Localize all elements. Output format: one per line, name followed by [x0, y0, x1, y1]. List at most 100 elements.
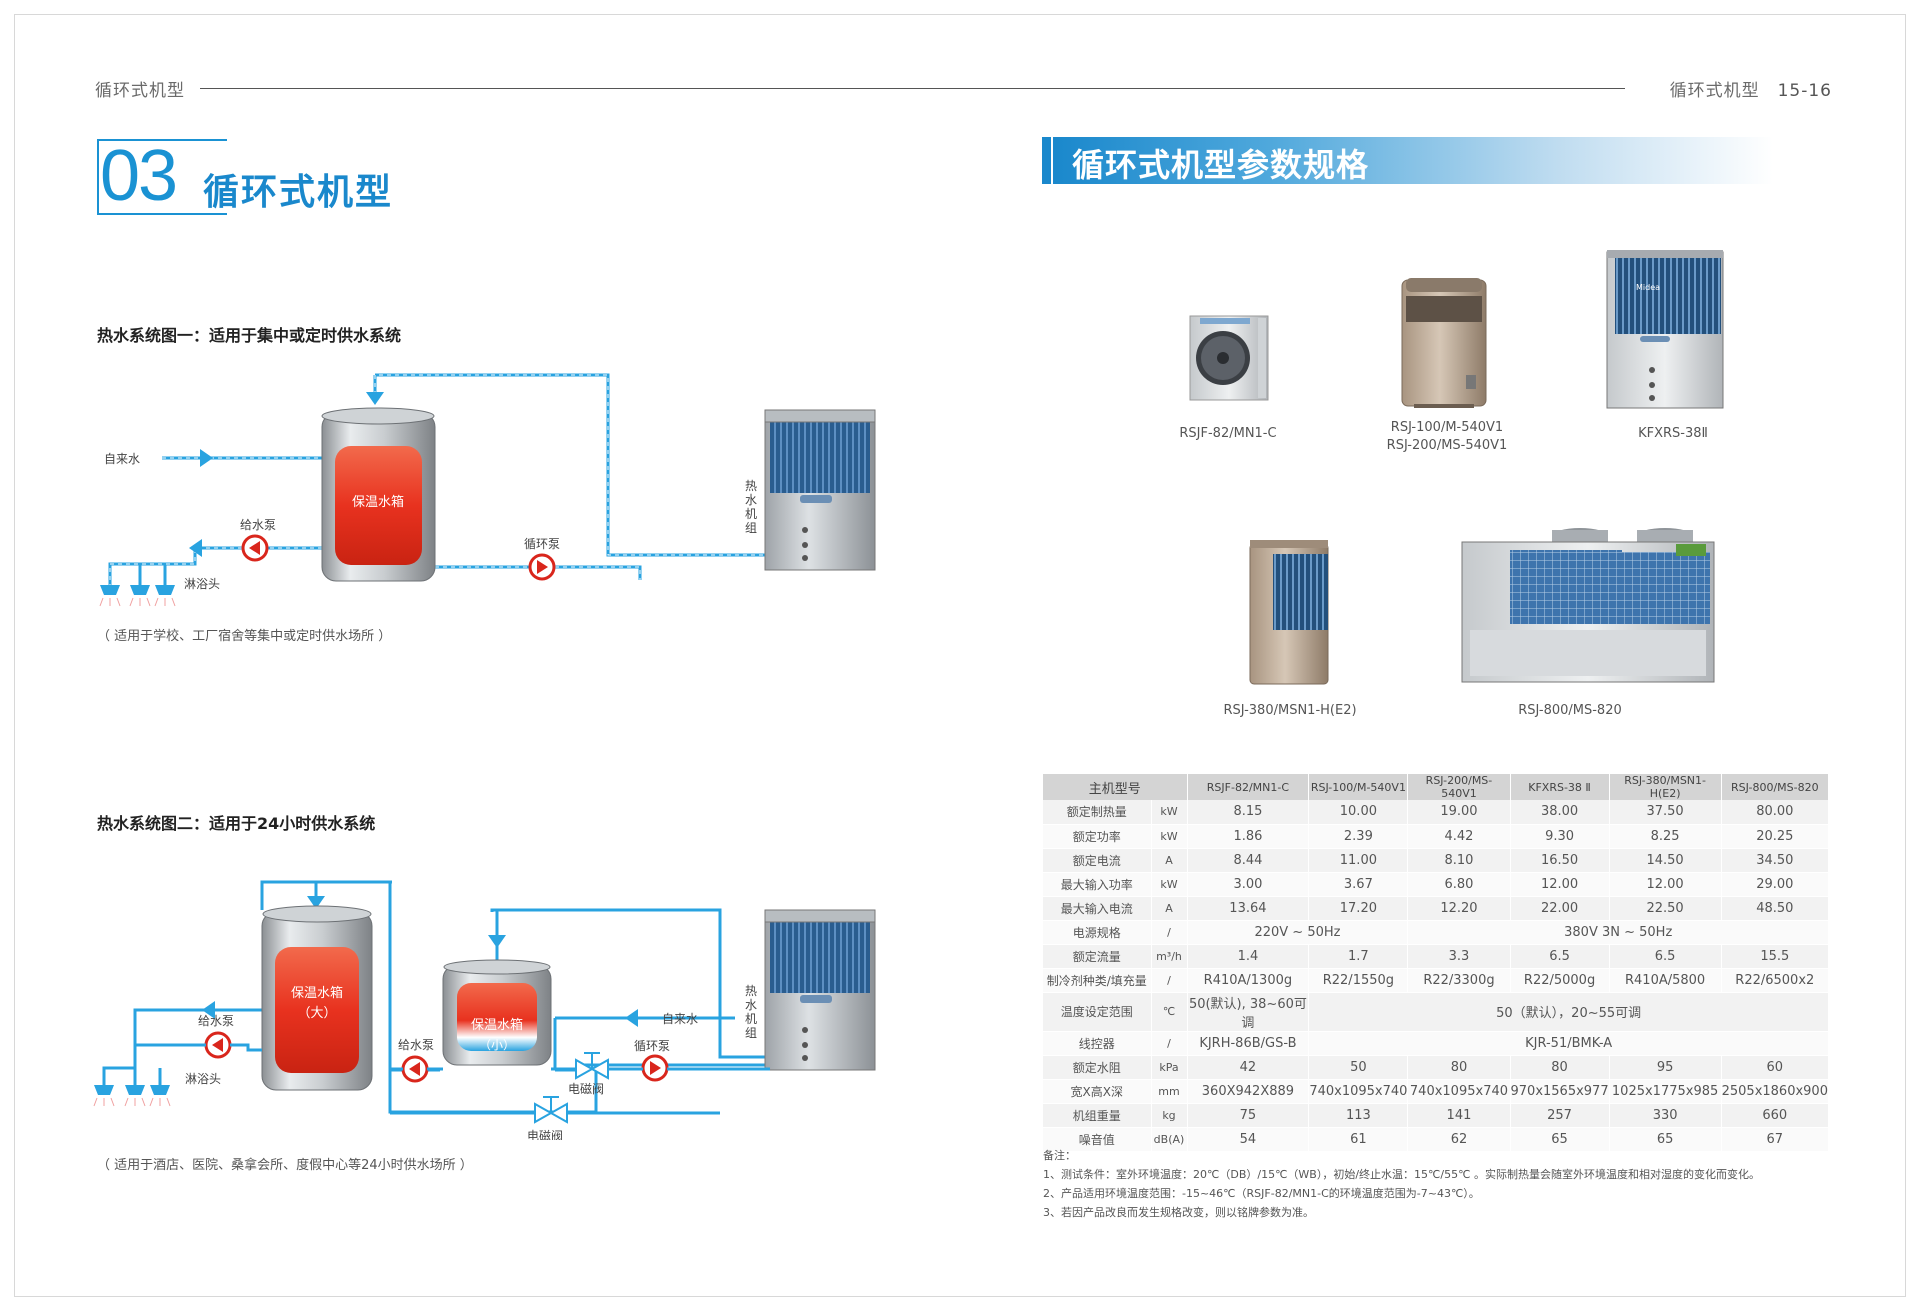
unit-label-vertical: 热水机组 — [745, 479, 757, 535]
feed-pump-label: 给水泵 — [198, 1014, 234, 1028]
table-cell: 740x1095x740 — [1308, 1079, 1409, 1104]
table-cell: A — [1151, 896, 1188, 921]
small-tank-size: （小） — [479, 1038, 515, 1052]
table-cell: 6.5 — [1609, 944, 1722, 969]
product-label-1: RSJF-82/MN1-C — [1179, 426, 1277, 441]
table-cell: 95 — [1609, 1055, 1722, 1080]
table-cell: 3.00 — [1187, 872, 1310, 897]
table-cell: kPa — [1151, 1055, 1188, 1080]
tank-label: 保温水箱 — [352, 494, 404, 510]
product-label-3: KFXRS-38Ⅱ — [1638, 426, 1708, 441]
table-cell: 660 — [1721, 1103, 1830, 1128]
table-cell: ℃ — [1151, 992, 1188, 1032]
system1-note: （ 适用于学校、工厂宿舍等集中或定时供水场所 ） — [97, 629, 392, 644]
table-cell: 54 — [1187, 1127, 1310, 1152]
spec-heading: 循环式机型参数规格 — [1072, 146, 1370, 184]
table-header-model: RSJ-800/MS-820 — [1721, 774, 1830, 800]
table-cell: 2505x1860x900 — [1721, 1079, 1830, 1104]
table-cell: kW — [1151, 824, 1188, 849]
table-cell: 141 — [1407, 1103, 1511, 1128]
table-cell: 制冷剂种类/填充量 — [1043, 968, 1152, 993]
table-cell: 最大输入功率 — [1043, 872, 1152, 897]
large-tank-size: （大） — [297, 1006, 336, 1021]
table-cell: 740x1095x740 — [1407, 1079, 1511, 1104]
table-cell: 20.25 — [1721, 824, 1830, 849]
product-label-2a: RSJ-100/M-540V1 — [1390, 420, 1504, 435]
feed-pump-icon — [241, 534, 269, 562]
table-cell: R410A/5800 — [1609, 968, 1722, 993]
table-cell: 113 — [1308, 1103, 1409, 1128]
table-cell: / — [1151, 920, 1188, 945]
table-cell: / — [1151, 1031, 1188, 1056]
table-cell: R22/3300g — [1407, 968, 1511, 993]
table-header-row: 主机型号 RSJF-82/MN1-C RSJ-100/M-540V1 RSJ-2… — [1043, 774, 1830, 800]
large-tank-label: 保温水箱 — [291, 985, 343, 1001]
table-cell: KJR-51/BMK-A — [1308, 1031, 1829, 1056]
svg-text:Midea: Midea — [1636, 283, 1660, 292]
shower-heads-icon — [94, 1085, 170, 1095]
brand-logo: Midea — [1636, 283, 1660, 292]
table-cell: 50（默认），20~55可调 — [1308, 992, 1829, 1032]
table-cell: 额定流量 — [1043, 944, 1152, 969]
spec-table: 主机型号 RSJF-82/MN1-C RSJ-100/M-540V1 RSJ-2… — [1043, 774, 1830, 1152]
table-cell: 34.50 — [1721, 848, 1830, 873]
feed-pump-icon — [204, 1031, 232, 1059]
table-cell: R22/6500x2 — [1721, 968, 1830, 993]
product-image-rsj-100 — [1401, 278, 1487, 408]
table-cell: 38.00 — [1510, 800, 1610, 825]
table-cell: 温度设定范围 — [1043, 992, 1152, 1032]
product-gallery: Midea — [1189, 250, 1724, 685]
table-cell: 16.50 — [1510, 848, 1610, 873]
shower-label: 淋浴头 — [184, 577, 220, 591]
circulation-pump-label: 循环泵 — [634, 1039, 670, 1053]
product-image-rsj-800 — [1461, 528, 1715, 683]
table-cell: 12.20 — [1407, 896, 1511, 921]
unit-label-vertical: 热水机组 — [745, 984, 757, 1040]
table-cell: 29.00 — [1721, 872, 1830, 897]
section-title: 循环式机型 — [203, 172, 394, 213]
product-image-kfxrs-38 — [1606, 250, 1724, 409]
table-cell: 60 — [1721, 1055, 1830, 1080]
valve-label-2: 电磁阀 — [527, 1128, 563, 1140]
table-cell: 970x1565x977 — [1510, 1079, 1610, 1104]
table-cell: 宽X高X深 — [1043, 1079, 1152, 1104]
running-header-section: 循环式机型 — [1669, 81, 1760, 101]
spec-heading-bar — [1042, 137, 1051, 184]
table-header-model: RSJ-200/MS-540V1 — [1407, 774, 1511, 800]
table-cell: 机组重量 — [1043, 1103, 1152, 1128]
spec-heading-band — [1053, 137, 1773, 184]
table-cell: 50(默认), 38~60可调 — [1187, 992, 1310, 1032]
table-cell: kW — [1151, 800, 1188, 825]
table-cell: 15.5 — [1721, 944, 1830, 969]
feed-pump-label-2: 给水泵 — [398, 1038, 434, 1052]
table-cell: 75 — [1187, 1103, 1310, 1128]
table-cell: 65 — [1510, 1127, 1610, 1152]
page-frame — [14, 14, 1906, 1297]
system2-title: 热水系统图二：适用于24小时供水系统 — [97, 814, 376, 833]
product-image-rsj-380 — [1249, 540, 1329, 685]
table-header-model: RSJ-100/M-540V1 — [1308, 774, 1409, 800]
table-cell: 12.00 — [1510, 872, 1610, 897]
table-cell: 22.50 — [1609, 896, 1722, 921]
solenoid-valve-icon — [575, 1052, 609, 1080]
solenoid-valve-icon-2 — [534, 1096, 568, 1124]
shower-label: 淋浴头 — [185, 1072, 221, 1086]
table-cell: m³/h — [1151, 944, 1188, 969]
table-cell: 3.3 — [1407, 944, 1511, 969]
table-cell: 48.50 — [1721, 896, 1830, 921]
notes: 备注： 1、测试条件：室外环境温度：20℃（DB）/15℃（WB），初始/终止水… — [1043, 1146, 1760, 1222]
table-cell: kg — [1151, 1103, 1188, 1128]
system2-note: （ 适用于酒店、医院、桑拿会所、度假中心等24小时供水场所 ） — [97, 1158, 473, 1173]
table-cell: 42 — [1187, 1055, 1310, 1080]
